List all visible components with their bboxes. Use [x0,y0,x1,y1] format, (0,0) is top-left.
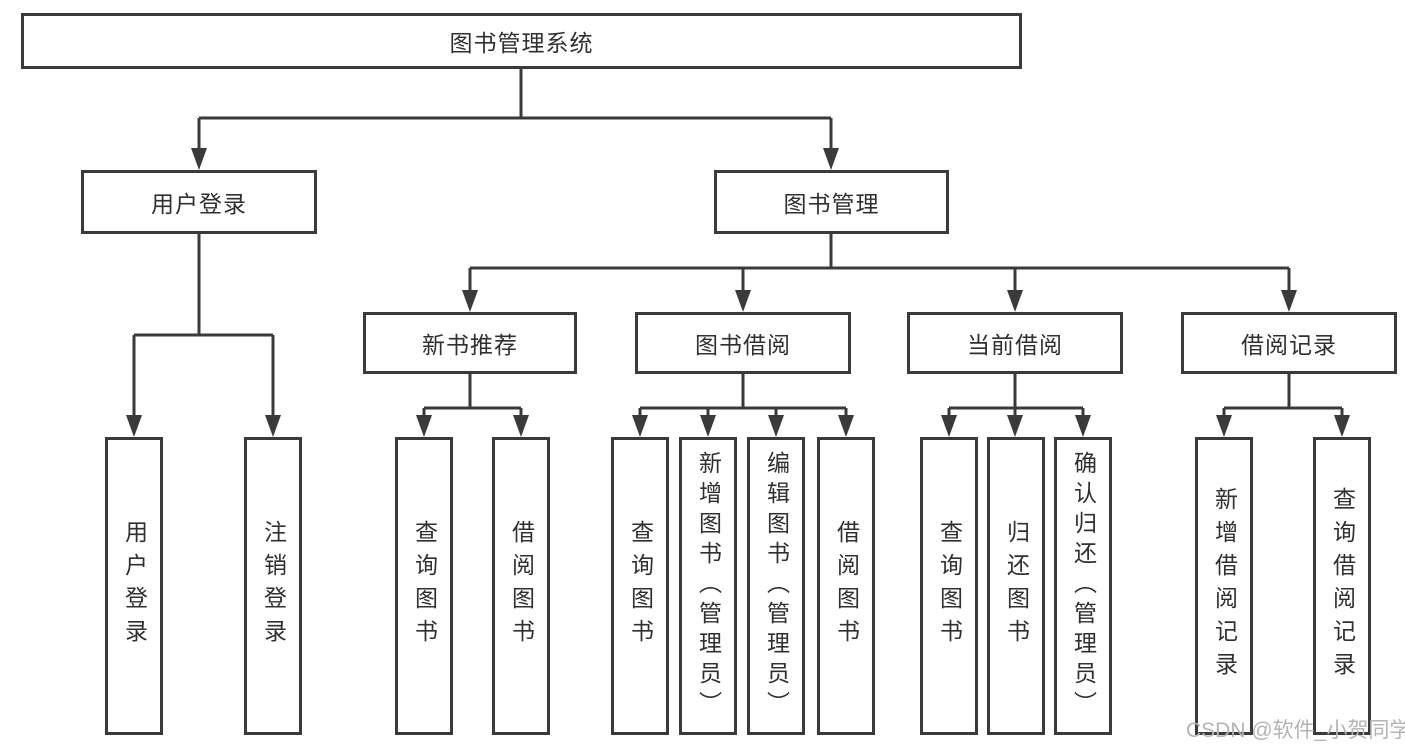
node-label: 图书管理系统 [449,30,594,56]
leaf-query-books-borrow: 查询图书 [611,437,669,735]
leaf-borrow-books: 借阅图书 [817,437,875,735]
node-label: 注销登录 [260,520,287,652]
leaf-edit-book-admin: 编辑图书（管理员） [747,437,805,735]
node-label: 新书推荐 [422,332,518,358]
node-label: 当前借阅 [967,332,1063,358]
node-label: 图书借阅 [695,332,791,358]
node-label: 用户登录 [121,520,148,652]
node-current-borrowing: 当前借阅 [907,312,1123,374]
node-label: 查询图书 [411,520,438,652]
node-label: 查询借阅记录 [1329,487,1356,685]
leaf-query-books-recommend: 查询图书 [395,437,453,735]
leaf-add-borrow-record: 新增借阅记录 [1195,437,1253,735]
node-label: 查询图书 [627,520,654,652]
leaf-borrow-books-recommend: 借阅图书 [492,437,550,735]
node-label: 确认归还（管理员） [1070,451,1097,721]
node-library-system: 图书管理系统 [21,13,1022,69]
leaf-confirm-return-admin: 确认归还（管理员） [1054,437,1112,735]
leaf-logout: 注销登录 [244,437,302,735]
node-label: 用户登录 [151,191,247,217]
node-label: 借阅记录 [1241,332,1337,358]
node-label: 新增图书（管理员） [695,451,722,721]
leaf-add-book-admin: 新增图书（管理员） [679,437,737,735]
leaf-query-books-current: 查询图书 [920,437,978,735]
node-label: 新增借阅记录 [1211,487,1238,685]
leaf-return-book: 归还图书 [987,437,1045,735]
node-book-borrowing: 图书借阅 [635,312,851,374]
node-label: 图书管理 [783,191,880,217]
node-borrow-records: 借阅记录 [1181,312,1397,374]
node-label: 借阅图书 [508,520,535,652]
node-label: 借阅图书 [833,520,860,652]
node-label: 归还图书 [1003,520,1030,652]
node-user-login: 用户登录 [81,170,317,234]
watermark-text: CSDN @软件_小贺同学 [1186,719,1405,742]
node-label: 查询图书 [936,520,963,652]
leaf-query-borrow-record: 查询借阅记录 [1313,437,1371,735]
arrowheads [126,148,1350,437]
node-book-management: 图书管理 [714,170,949,234]
leaf-user-login: 用户登录 [105,437,163,735]
node-label: 编辑图书（管理员） [763,451,790,721]
node-new-book-recommend: 新书推荐 [363,312,577,374]
connector-lines [132,69,1344,417]
